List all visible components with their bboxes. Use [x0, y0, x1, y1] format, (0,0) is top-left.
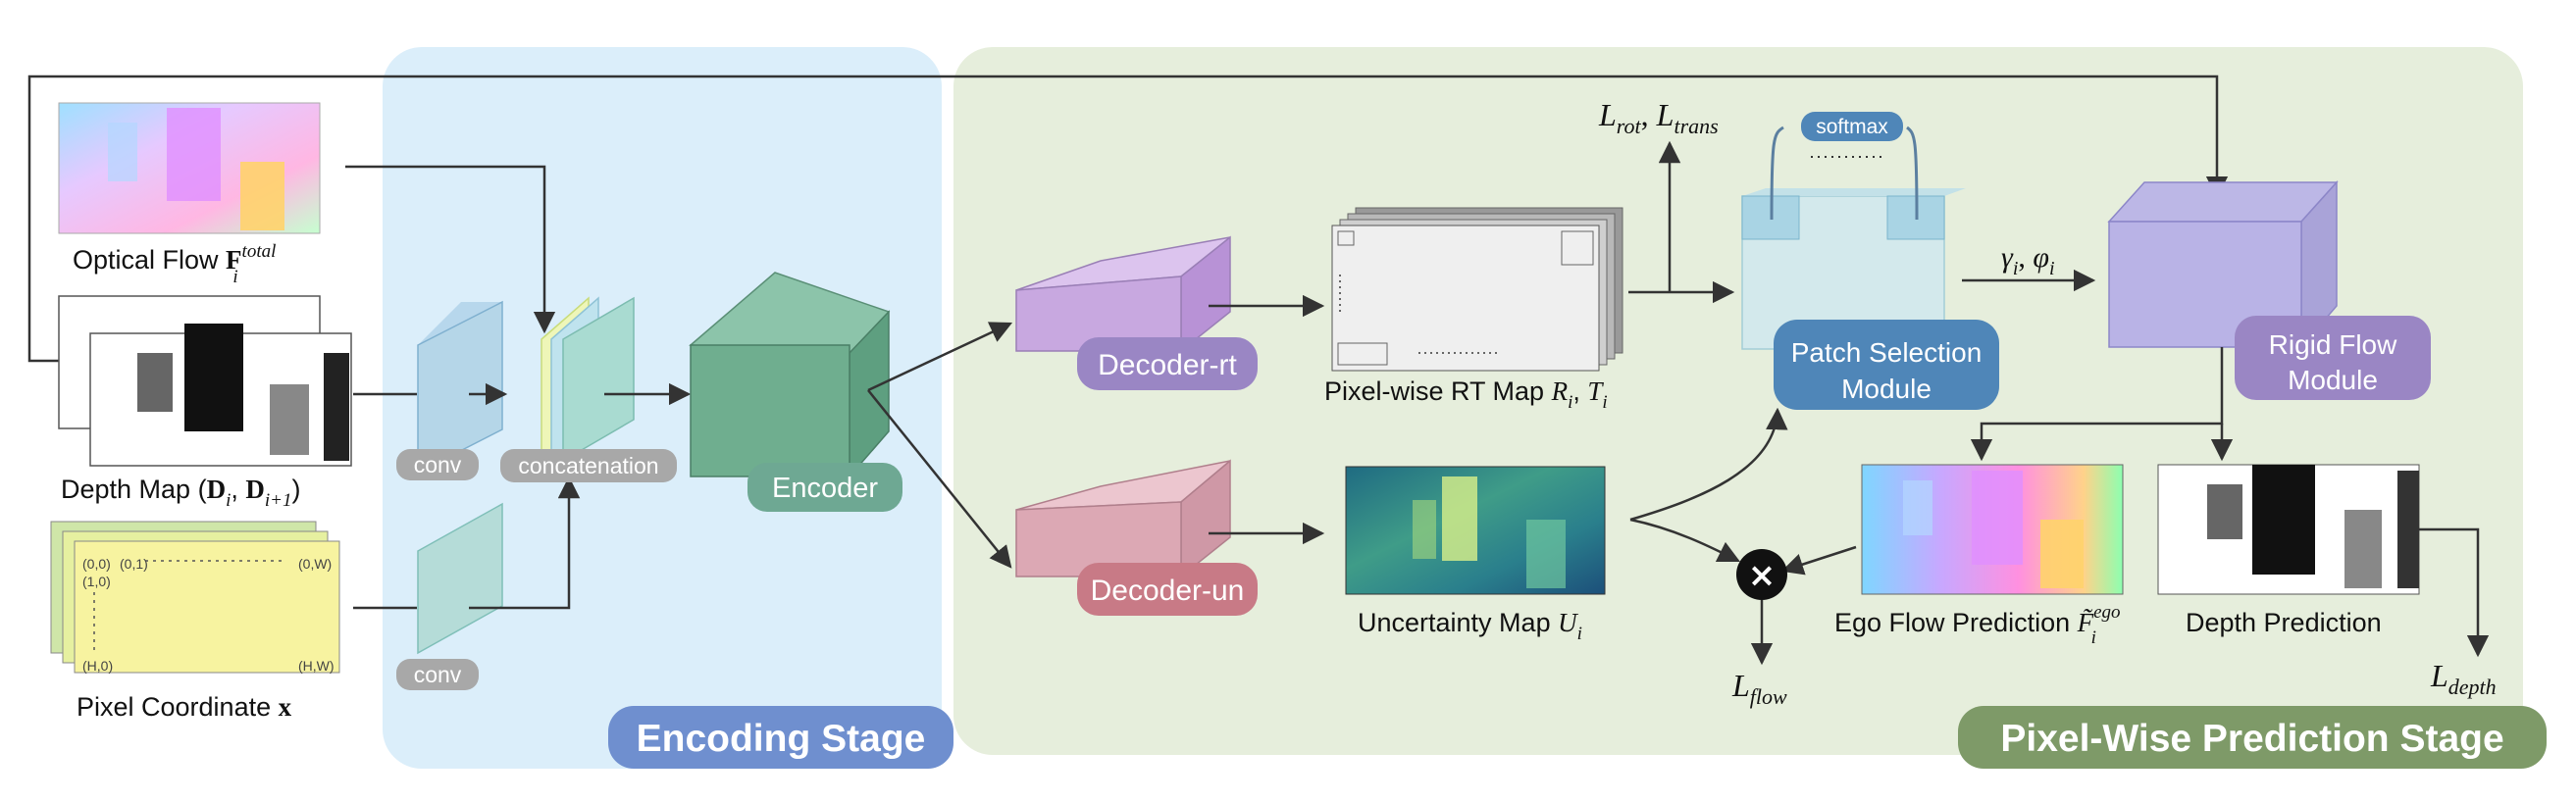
- depth-prediction-image: [2157, 464, 2420, 595]
- prediction-stage-label: Pixel-Wise Prediction Stage: [2000, 718, 2503, 760]
- decoder-rt-pill: [1077, 337, 1258, 390]
- multiply-symbol: ×: [1748, 556, 1777, 595]
- conv-top-block: [417, 300, 503, 475]
- depth-map-label: Depth Map (Di, Di+1): [61, 475, 300, 511]
- prediction-stage-region: [953, 47, 2523, 755]
- coord-1-0: (1,0): [82, 574, 111, 589]
- encoder-label: Encoder: [772, 473, 878, 504]
- rigid-flow-label-1: Rigid Flow: [2269, 329, 2397, 360]
- conv-bottom-block: [417, 502, 503, 655]
- coord-h-0: (H,0): [82, 658, 113, 674]
- softmax-label: softmax: [1816, 116, 1888, 138]
- rt-map-label: Pixel-wise RT Map Ri, Ti: [1324, 376, 1608, 413]
- rot-trans-loss: Lrot, Ltrans: [1598, 97, 1719, 138]
- coord-0-0: (0,0): [82, 556, 111, 572]
- multiply-node: [1736, 549, 1787, 600]
- rigid-flow-pill: [2235, 316, 2431, 400]
- uncertainty-map-label: Uncertainty Map Ui: [1358, 608, 1582, 644]
- conv-top-label: conv: [414, 452, 462, 477]
- depth-loss: Ldepth: [2430, 658, 2497, 699]
- unc-to-patch-arrow: [1629, 407, 1788, 522]
- coord-0-w: (0,W): [298, 556, 332, 572]
- patch-selection-label-2: Module: [1841, 374, 1932, 404]
- conv-bottom-pill: [396, 659, 479, 690]
- encoder-cube: [689, 272, 891, 479]
- decoder-un-label: Decoder-un: [1091, 575, 1245, 607]
- encoding-stage-label: Encoding Stage: [637, 718, 926, 760]
- depth-prediction-label: Depth Prediction: [2186, 608, 2382, 637]
- ego-flow-image: [1861, 464, 2124, 595]
- concatenation-block: [541, 296, 635, 463]
- flow-loss: Lflow: [1731, 668, 1787, 709]
- concatenation-label: concatenation: [518, 453, 658, 478]
- flow-to-concat-arrow: [345, 165, 556, 334]
- optical-flow-image: [58, 102, 321, 234]
- decoder-un-block: [1015, 459, 1231, 578]
- softmax-pill: [1801, 112, 1903, 141]
- concatenation-pill: [500, 449, 677, 482]
- patch-selection-label-1: Patch Selection: [1791, 337, 1983, 368]
- rt-map-stack: [1331, 207, 1623, 372]
- pixel-coordinate-grid: [50, 521, 340, 674]
- encoder-to-rt-arrow: [867, 322, 1013, 392]
- rigid-flow-label-2: Module: [2288, 365, 2378, 395]
- encoder-to-un-arrow: [867, 389, 1012, 569]
- uncertainty-map-image: [1345, 466, 1606, 595]
- decoder-rt-label: Decoder-rt: [1098, 349, 1237, 381]
- gamma-phi-params: γi, φi: [2001, 241, 2055, 279]
- feedback-line: [27, 75, 2229, 363]
- conv-top-pill: [396, 449, 479, 480]
- pixel-coordinate-label: Pixel Coordinate x: [77, 692, 292, 722]
- patch-selection-pill: [1774, 320, 1999, 410]
- depth-map-images: [58, 295, 352, 467]
- unc-to-multiply-arrow: [1629, 518, 1741, 563]
- coord-h-w: (H,W): [298, 658, 335, 674]
- depth-to-loss-arrow: [2419, 527, 2490, 658]
- decoder-un-pill: [1077, 563, 1258, 616]
- conv-bottom-arrow: [469, 476, 581, 610]
- prediction-stage-badge: [1958, 706, 2547, 769]
- encoder-pill: [747, 463, 902, 512]
- ego-to-multiply-arrow: [1780, 545, 1857, 576]
- rigid-to-ego-arrow: [1970, 347, 2224, 462]
- coord-0-1: (0,1): [120, 556, 148, 572]
- encoding-stage-badge: [608, 706, 953, 769]
- decoder-rt-block: [1015, 235, 1231, 353]
- encoding-stage-region: [383, 47, 942, 769]
- conv-bottom-label: conv: [414, 662, 462, 687]
